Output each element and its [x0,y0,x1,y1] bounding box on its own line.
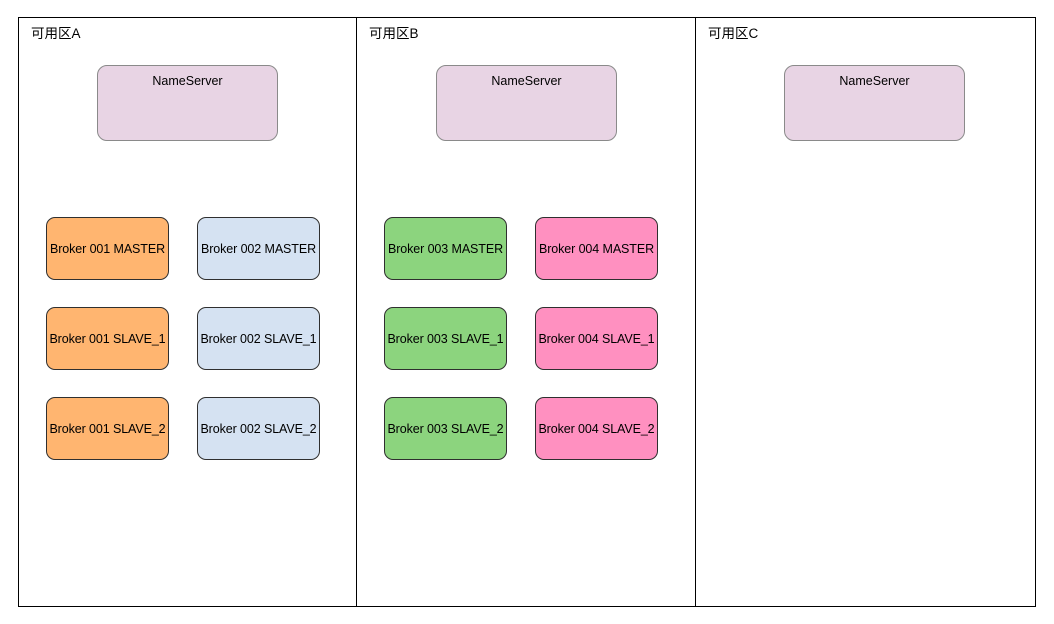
broker-label: Broker 004 MASTER [538,241,654,256]
broker-label: Broker 004 SLAVE_2 [538,421,655,436]
broker-node-001-slave-2[interactable]: Broker 001 SLAVE_2 [46,397,169,460]
zone-a-label: 可用区A [31,26,81,41]
broker-label: Broker 002 SLAVE_1 [200,331,317,346]
broker-node-001-slave-1[interactable]: Broker 001 SLAVE_1 [46,307,169,370]
broker-node-004-slave-1[interactable]: Broker 004 SLAVE_1 [535,307,658,370]
nameserver-label: NameServer [491,74,562,88]
broker-label: Broker 003 MASTER [387,241,503,256]
zone-b-label: 可用区B [369,26,419,41]
broker-node-004-master[interactable]: Broker 004 MASTER [535,217,658,280]
availability-zone-b: 可用区B NameServer Broker 003 MASTER Broker… [356,17,697,607]
broker-label: Broker 004 SLAVE_1 [538,331,655,346]
broker-node-003-master[interactable]: Broker 003 MASTER [384,217,507,280]
broker-node-002-slave-2[interactable]: Broker 002 SLAVE_2 [197,397,320,460]
broker-node-003-slave-2[interactable]: Broker 003 SLAVE_2 [384,397,507,460]
broker-label: Broker 001 SLAVE_1 [49,331,166,346]
broker-label: Broker 002 SLAVE_2 [200,421,317,436]
zone-c-nameserver-node[interactable]: NameServer [784,65,965,141]
nameserver-label: NameServer [152,74,223,88]
broker-label: Broker 003 SLAVE_2 [387,421,504,436]
broker-label: Broker 001 MASTER [49,241,165,256]
zone-b-nameserver-node[interactable]: NameServer [436,65,617,141]
nameserver-label: NameServer [839,74,910,88]
broker-node-001-master[interactable]: Broker 001 MASTER [46,217,169,280]
broker-label: Broker 002 MASTER [200,241,316,256]
availability-zone-c: 可用区C NameServer [695,17,1036,607]
availability-zone-a: 可用区A NameServer Broker 001 MASTER Broker… [18,17,358,607]
broker-node-004-slave-2[interactable]: Broker 004 SLAVE_2 [535,397,658,460]
broker-label: Broker 003 SLAVE_1 [387,331,504,346]
broker-label: Broker 001 SLAVE_2 [49,421,166,436]
broker-node-003-slave-1[interactable]: Broker 003 SLAVE_1 [384,307,507,370]
zone-c-label: 可用区C [708,26,759,41]
zone-a-nameserver-node[interactable]: NameServer [97,65,278,141]
broker-node-002-master[interactable]: Broker 002 MASTER [197,217,320,280]
broker-node-002-slave-1[interactable]: Broker 002 SLAVE_1 [197,307,320,370]
